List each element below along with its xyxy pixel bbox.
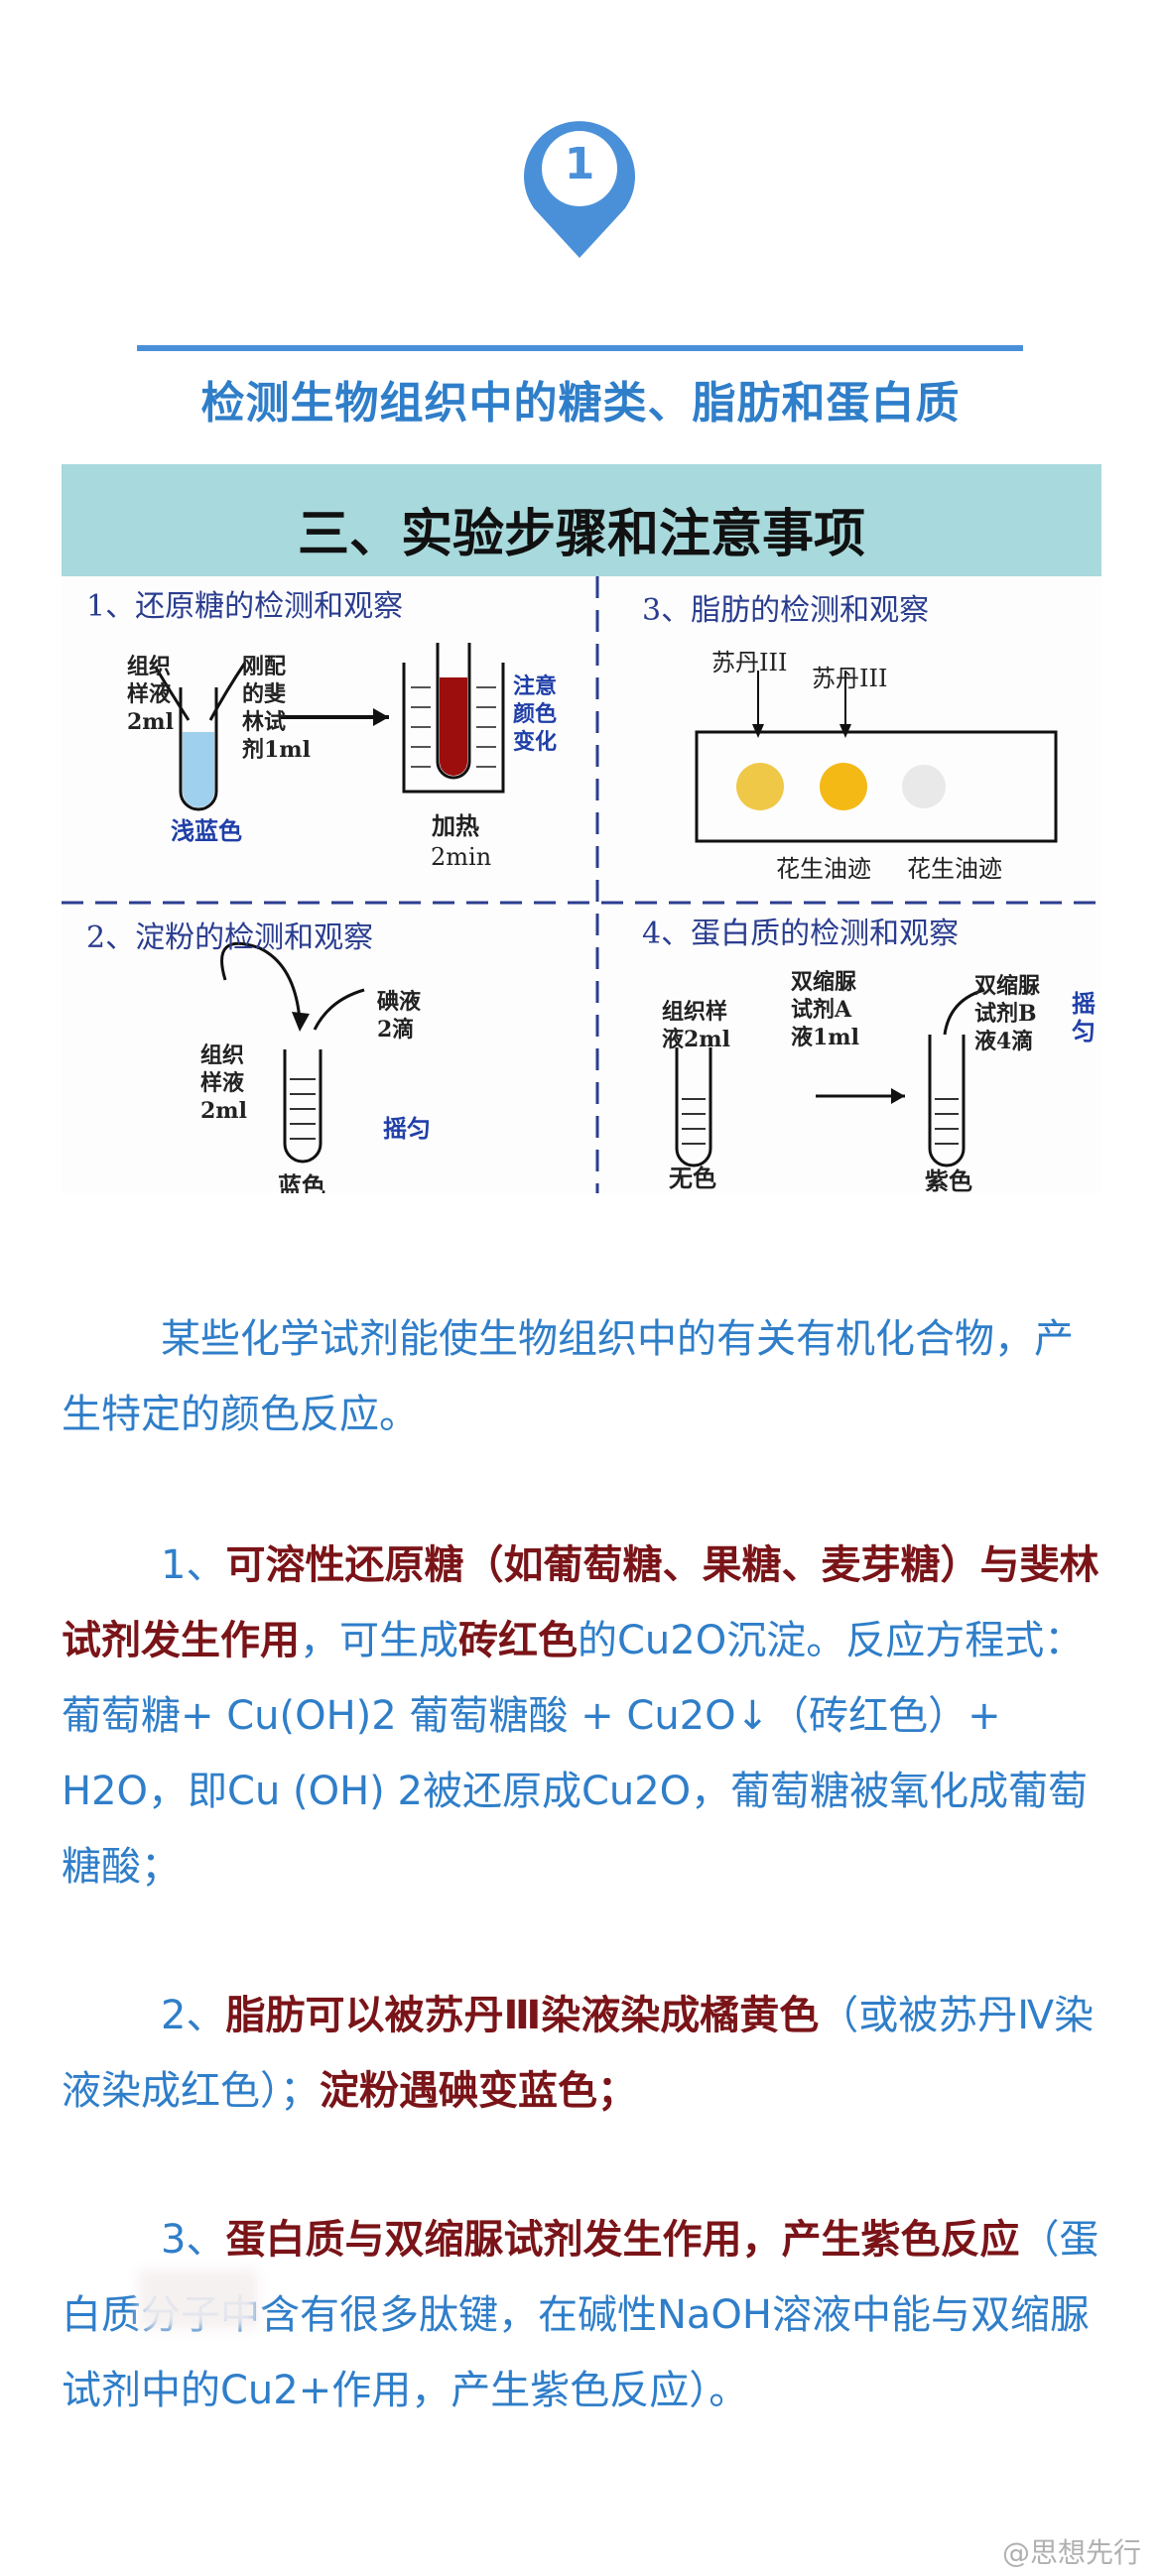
panel4-sample: 组织样 液2ml [662,999,730,1052]
panel2-title: 2、淀粉的检测和观察 [86,920,374,955]
p1-strong: 可溶性还原糖（如葡萄糖、果糖、麦芽糖）与斐林试剂发生作用 [62,1542,1099,1663]
panel1-heat: 加热 [432,811,479,840]
figure-drawing [62,576,1101,1193]
panel4-result1: 无色 [669,1164,716,1192]
panel1-title: 1、还原糖的检测和观察 [86,589,404,624]
panel1-result: 浅蓝色 [171,816,242,845]
intro-text: 某些化学试剂能使生物组织中的有关有机化合物，产生特定的颜色反应。 [62,1316,1074,1437]
panel2-result: 蓝色 [278,1171,325,1193]
p3-strong: 蛋白质与双缩脲试剂发生作用，产生紫色反应 [225,2217,1020,2263]
intro-paragraph: 某些化学试剂能使生物组织中的有关有机化合物，产生特定的颜色反应。 [62,1301,1101,1452]
figure-heading: 三、实验步骤和注意事项 [297,504,865,564]
experiment-figure: 三、实验步骤和注意事项 [62,464,1101,1193]
panel2-reagent: 碘液 2滴 [377,989,422,1043]
p1-num: 1、 [161,1542,226,1588]
panel2-shake: 摇匀 [383,1114,431,1143]
panel1-reagent: 刚配 的斐 林试 剂1ml [242,654,311,763]
panel4-result2: 紫色 [925,1166,972,1193]
p2-num: 2、 [161,1993,226,2038]
weibo-watermark: @思想先行 [1001,2536,1141,2569]
panel3-title: 3、脂肪的检测和观察 [642,593,930,628]
panel4-title: 4、蛋白质的检测和观察 [642,917,960,951]
panel4-shake: 摇匀 [1072,989,1096,1045]
panel2-sample: 组织 样液 2ml [200,1043,247,1124]
p2-mid: （或被苏丹Ⅳ染液染成红色）； [62,1993,1095,2114]
figure-header [62,464,1101,576]
badge-number: 1 [564,139,595,189]
blur-overlay [139,2269,258,2329]
panel3-stain2: 苏丹III [812,665,888,692]
title-underline [137,345,1023,351]
panel1-color-change: 注意 颜色 变化 [513,674,558,755]
number-badge-icon [524,121,635,258]
paragraph-3: 3、蛋白质与双缩脲试剂发生作用，产生紫色反应（蛋白质分子中含有很多肽键，在碱性N… [62,2202,1101,2428]
panel3-spot2: 花生油迹 [907,855,1002,883]
p3-rest: （蛋白质分子中含有很多肽键，在碱性NaOH溶液中能与双缩脲试剂中的Cu2+作用，… [62,2217,1099,2413]
paragraph-2: 2、脂肪可以被苏丹Ⅲ染液染成橘黄色（或被苏丹Ⅳ染液染成红色）；淀粉遇碘变蓝色； [62,1978,1101,2129]
paragraph-1: 1、可溶性还原糖（如葡萄糖、果糖、麦芽糖）与斐林试剂发生作用，可生成砖红色的Cu… [62,1528,1101,1904]
section-title: 检测生物组织中的糖类、脂肪和蛋白质 [200,378,961,429]
p2-strong2: 淀粉遇碘变蓝色； [320,2068,637,2114]
panel3-stain1: 苏丹III [711,649,788,676]
p1-strong2: 砖红色 [458,1618,578,1663]
panel3-spot1: 花生油迹 [776,855,871,883]
p2-strong: 脂肪可以被苏丹Ⅲ染液染成橘黄色 [225,1993,820,2038]
panel1-sample: 组织 样液 2ml [127,654,174,735]
p1-rest: 的Cu2O沉淀。反应方程式：葡萄糖+ Cu(OH)2 葡萄糖酸 + Cu2O↓（… [62,1618,1089,1890]
panel4-reagent-b: 双缩脲 试剂B 液4滴 [974,973,1041,1054]
p1-mid: ，可生成 [300,1618,458,1663]
panel4-reagent-a: 双缩脲 试剂A 液1ml [791,969,859,1050]
panel1-time: 2min [431,843,492,871]
p3-num: 3、 [161,2217,226,2263]
